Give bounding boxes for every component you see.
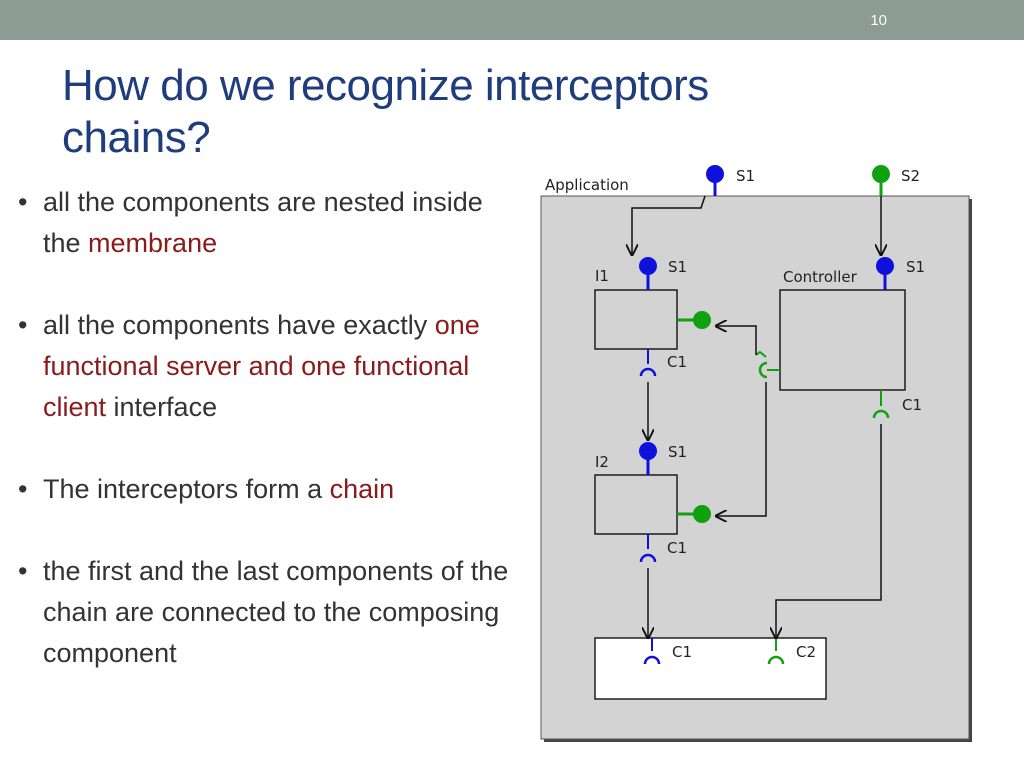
bullet-highlight: membrane xyxy=(88,228,218,258)
controller-c1-client-icon xyxy=(872,390,890,419)
binding-controller-to-i1 xyxy=(716,326,757,355)
application-label: Application xyxy=(545,176,629,194)
controller-s1-server-icon xyxy=(876,257,894,290)
bullet-highlight: one functional server and one functional… xyxy=(43,310,480,422)
i1-c1-client-icon xyxy=(639,349,657,377)
bullet-list: • all the components are nested inside t… xyxy=(18,182,523,674)
controller-c1-label: C1 xyxy=(902,396,922,414)
bullet-dot: • xyxy=(18,556,28,586)
bullet-text: the first and the last components of the… xyxy=(43,556,509,668)
interceptor-chain-diagram: Application S1 S2 I1 S1 C1 Controller S1… xyxy=(540,165,972,742)
bottom-c1-label: C1 xyxy=(672,643,692,661)
i2-component xyxy=(594,474,678,535)
binding-controller-to-bottom-c2 xyxy=(776,424,882,638)
bullet-after: interface xyxy=(106,392,218,422)
bottom-c1-client-icon xyxy=(643,638,661,665)
bullet-text: all the components have exactly xyxy=(43,310,435,340)
i1-label: I1 xyxy=(595,267,609,285)
i1-s1-label: S1 xyxy=(668,258,687,276)
i2-c1-label: C1 xyxy=(667,539,687,557)
bullet-dot: • xyxy=(18,474,28,504)
bullet-dot: • xyxy=(18,310,28,340)
bullet-item: • the first and the last components of t… xyxy=(18,551,523,674)
i2-s1-server-icon xyxy=(639,442,657,475)
application-s1-label: S1 xyxy=(736,167,755,185)
bullet-highlight: chain xyxy=(329,474,395,504)
i1-s1-server-icon xyxy=(639,257,657,290)
i2-label: I2 xyxy=(595,453,609,471)
controller-green-client-icon xyxy=(755,350,780,379)
bullet-text: The interceptors form a xyxy=(43,474,330,504)
binding-controller-to-i2 xyxy=(716,382,767,516)
bullet-text: all the components are nested inside the xyxy=(43,187,483,258)
application-s2-server-icon xyxy=(872,165,890,196)
i2-c1-client-icon xyxy=(639,534,657,563)
i2-green-server-icon xyxy=(677,505,711,523)
application-s1-server-icon xyxy=(706,165,724,196)
i1-green-server-icon xyxy=(677,311,711,329)
bottom-c2-label: C2 xyxy=(796,643,816,661)
bullet-item: • The interceptors form a chain xyxy=(18,469,523,510)
title-line-1: How do we recognize interceptors xyxy=(62,61,709,110)
i1-c1-label: C1 xyxy=(667,353,687,371)
controller-label: Controller xyxy=(783,268,858,286)
controller-s1-label: S1 xyxy=(906,258,925,276)
title-line-2: chains? xyxy=(62,113,211,162)
controller-component xyxy=(779,289,906,391)
bullet-dot: • xyxy=(18,187,28,217)
slide-title: How do we recognize interceptors chains? xyxy=(62,60,822,164)
bottom-c2-client-icon xyxy=(767,638,785,665)
top-bar: 10 xyxy=(0,0,1024,40)
bullet-item: • all the components have exactly one fu… xyxy=(18,305,523,428)
i2-s1-label: S1 xyxy=(668,443,687,461)
page-number: 10 xyxy=(870,12,887,29)
composing-internal-interfaces xyxy=(594,637,827,700)
binding-app-s1-to-i1 xyxy=(632,195,706,255)
application-s2-label: S2 xyxy=(901,167,920,185)
i1-component xyxy=(594,289,678,350)
bullet-item: • all the components are nested inside t… xyxy=(18,182,523,264)
